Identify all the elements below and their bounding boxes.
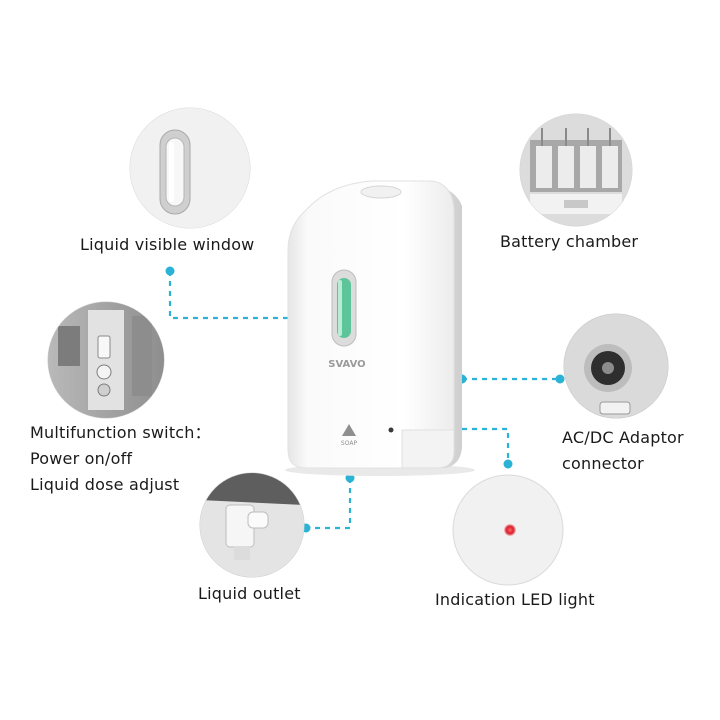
label-led-light: Indication LED light <box>435 590 595 609</box>
label-switch-line-2: Power on/off <box>30 449 133 468</box>
label-switch-line-3: Liquid dose adjust <box>30 475 180 494</box>
label-multifunction-switch: Multifunction switch： Power on/off Liqui… <box>30 420 211 498</box>
led-light-icon <box>504 524 516 536</box>
top-cap <box>360 185 402 199</box>
detail-adaptor-connector <box>563 313 669 419</box>
label-liquid-outlet: Liquid outlet <box>198 584 301 603</box>
detail-led-light <box>452 474 564 586</box>
soap-label: SOAP <box>341 440 358 447</box>
soap-button-icon <box>342 424 356 436</box>
label-adaptor-line-1: AC/DC Adaptor <box>562 428 684 447</box>
dispenser: SVAVO SOAP <box>285 180 475 476</box>
label-battery-chamber: Battery chamber <box>500 232 639 251</box>
detail-liquid-window <box>129 107 251 229</box>
dispenser-body <box>287 180 455 469</box>
leader-lines <box>168 271 560 530</box>
label-adaptor: AC/DC Adaptor connector <box>562 425 684 477</box>
leader-window <box>168 271 332 320</box>
leader-outlet <box>306 478 352 530</box>
label-adaptor-line-2: connector <box>562 454 644 473</box>
detail-liquid-outlet <box>199 472 305 578</box>
label-liquid-window: Liquid visible window <box>80 235 255 254</box>
bottom-cover <box>401 429 455 469</box>
detail-battery-chamber <box>519 113 633 227</box>
brand-logo: SVAVO <box>328 359 365 370</box>
label-switch-line-1: Multifunction switch： <box>30 423 211 442</box>
sensor-dot <box>388 427 394 433</box>
detail-multifunction-switch <box>47 301 165 419</box>
